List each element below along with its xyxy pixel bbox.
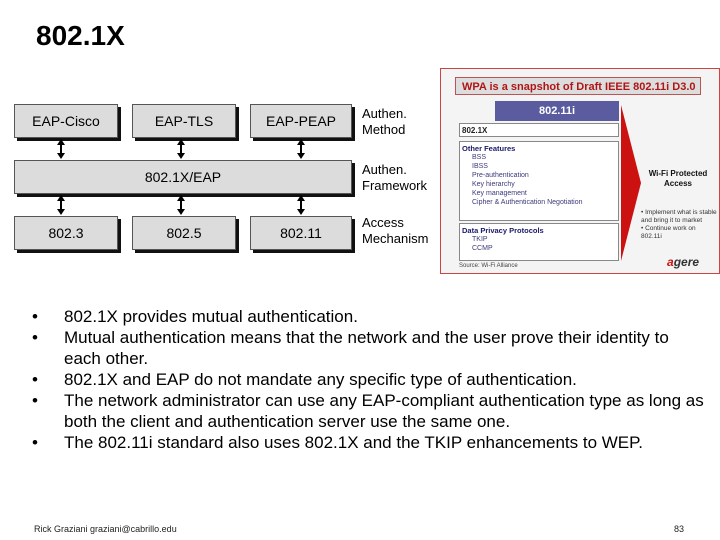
wpa-8021x-label: 802.1X	[459, 123, 619, 137]
connector-line	[180, 200, 182, 212]
arrow-down-icon	[57, 153, 65, 159]
arrow-up-icon	[177, 195, 185, 201]
logo-prefix: a	[667, 255, 674, 269]
wpa-feature-item: Pre-authentication	[472, 172, 529, 179]
connector-line	[60, 200, 62, 212]
wpa-feature-item: Cipher & Authentication Negotiation	[472, 199, 583, 206]
wpa-feature-item: IBSS	[472, 163, 488, 170]
arrow-up-icon	[57, 139, 65, 145]
bullet-list: •802.1X provides mutual authentication. …	[28, 306, 708, 453]
connector-line	[300, 144, 302, 156]
bullet-text: The 802.11i standard also uses 802.1X an…	[64, 433, 644, 452]
bullet-icon: •	[32, 307, 38, 326]
side-label-method: Authen. Method	[362, 106, 407, 137]
wpa-wifi-label: Wi-Fi Protected Access	[648, 169, 708, 188]
arrow-down-icon	[57, 209, 65, 215]
bullet-text: 802.1X provides mutual authentication.	[64, 307, 358, 326]
media-box-802-3: 802.3	[14, 216, 118, 250]
framework-box: 802.1X/EAP	[14, 160, 352, 194]
arrow-up-icon	[177, 139, 185, 145]
side-label-framework: Authen. Framework	[362, 162, 428, 193]
arrow-up-icon	[57, 195, 65, 201]
side-label-access: Access Mechanism	[362, 215, 429, 246]
wpa-privacy-protocols: Data Privacy Protocols TKIP CCMP	[459, 223, 619, 261]
wpa-privacy-item: CCMP	[472, 245, 493, 252]
media-box-802-11: 802.11	[250, 216, 352, 250]
wpa-notes: • Implement what is stable and bring it …	[641, 209, 717, 241]
footer-author: Rick Graziani graziani@cabrillo.edu	[34, 524, 177, 534]
bullet-text: Mutual authentication means that the net…	[64, 328, 669, 368]
method-box-eap-cisco: EAP-Cisco	[14, 104, 118, 138]
bullet-item: • Mutual authentication means that the ne…	[28, 327, 708, 369]
wpa-note: • Continue work on 802.11i	[641, 225, 696, 240]
connector-line	[60, 144, 62, 156]
wpa-feature-item: Key hierarchy	[472, 181, 515, 188]
page-number: 83	[674, 524, 685, 534]
wpa-feature-item: Key management	[472, 190, 527, 197]
media-box-802-5: 802.5	[132, 216, 236, 250]
wpa-privacy-heading: Data Privacy Protocols	[462, 226, 544, 235]
wpa-feature-item: BSS	[472, 154, 487, 161]
bullet-item: • 802.1X provides mutual authentication.	[28, 306, 708, 327]
wpa-note: • Implement what is stable and bring it …	[641, 209, 717, 224]
bullet-item: • The network administrator can use any E…	[28, 390, 708, 432]
bullet-icon: •	[32, 391, 38, 410]
arrow-up-icon	[297, 139, 305, 145]
arrow-down-icon	[177, 209, 185, 215]
logo-rest: gere	[673, 255, 700, 269]
wpa-other-features: Other Features BSS IBSS Pre-authenticati…	[459, 141, 619, 221]
connector-line	[180, 144, 182, 156]
wpa-image-title: WPA is a snapshot of Draft IEEE 802.11i …	[455, 77, 701, 95]
wpa-snapshot-image: WPA is a snapshot of Draft IEEE 802.11i …	[440, 68, 720, 274]
wpa-stack: 802.11i 802.1X Other Features BSS IBSS P…	[459, 101, 619, 271]
arrow-down-icon	[297, 153, 305, 159]
red-arrow-icon	[621, 105, 641, 261]
connector-line	[300, 200, 302, 212]
bullet-text: The network administrator can use any EA…	[64, 391, 704, 431]
wpa-80211i-label: 802.11i	[495, 101, 619, 121]
wpa-privacy-item: TKIP	[472, 236, 488, 243]
bullet-icon: •	[32, 370, 38, 389]
method-box-eap-tls: EAP-TLS	[132, 104, 236, 138]
slide-title: 802.1X	[36, 20, 125, 51]
bullet-item: • The 802.11i standard also uses 802.1X a…	[28, 432, 708, 453]
arrow-down-icon	[177, 153, 185, 159]
agere-logo: agere	[667, 255, 699, 269]
wpa-features-heading: Other Features	[462, 144, 516, 153]
method-box-eap-peap: EAP-PEAP	[250, 104, 352, 138]
bullet-text: 802.1X and EAP do not mandate any specif…	[64, 370, 577, 389]
bullet-icon: •	[32, 433, 38, 452]
bullet-icon: •	[32, 328, 38, 347]
bullet-item: • 802.1X and EAP do not mandate any speci…	[28, 369, 708, 390]
arrow-up-icon	[297, 195, 305, 201]
wpa-source: Source: Wi-Fi Alliance	[459, 263, 518, 269]
arrow-down-icon	[297, 209, 305, 215]
